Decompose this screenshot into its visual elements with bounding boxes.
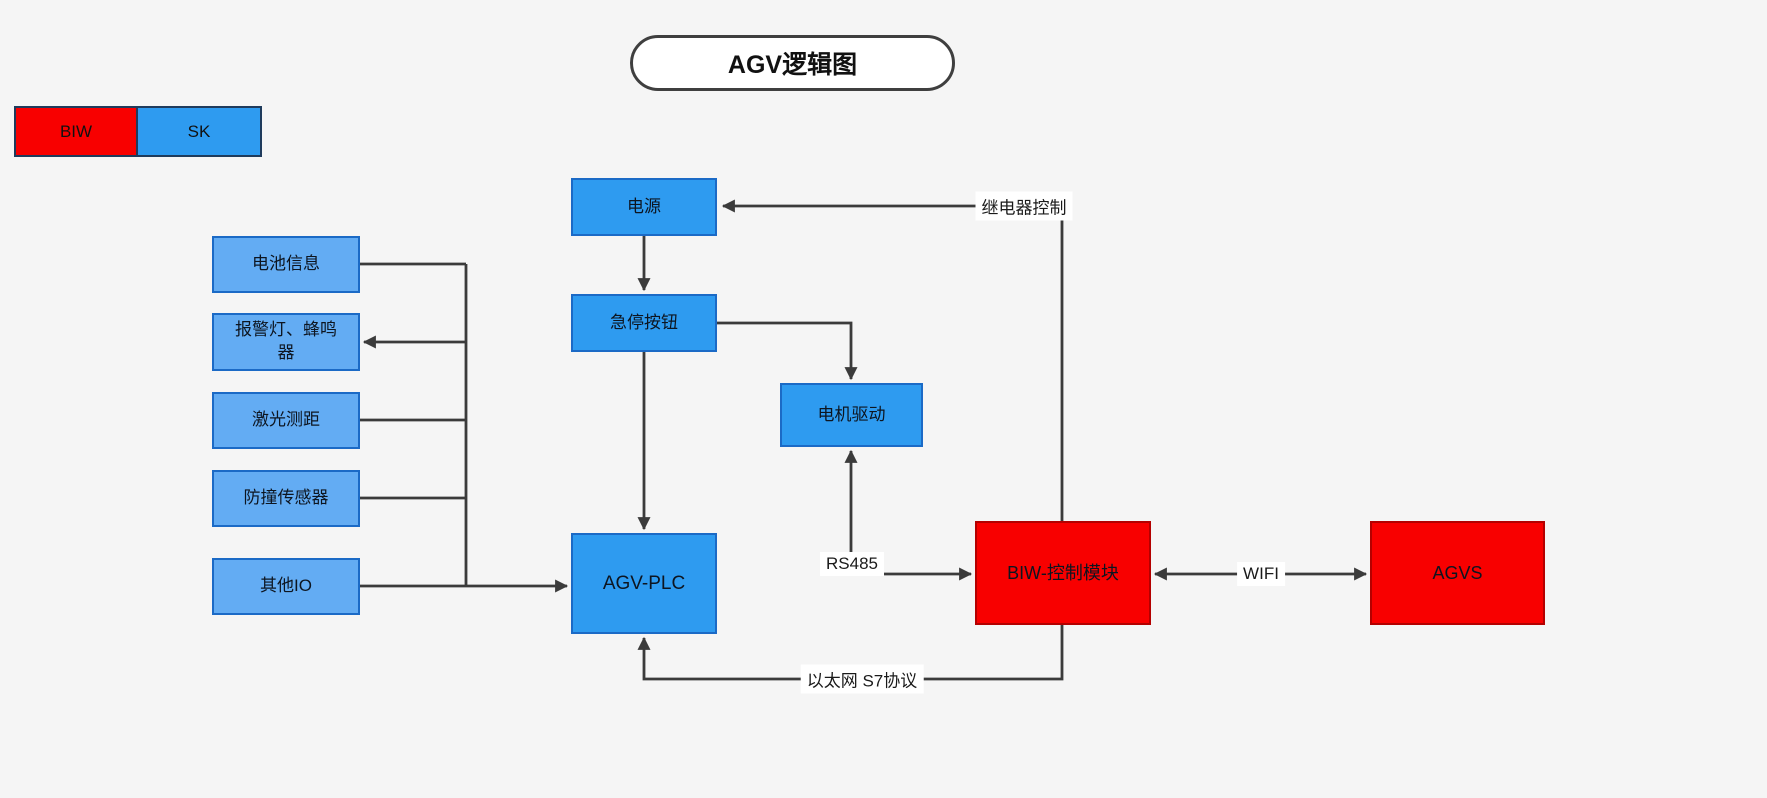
node-battery-info-label: 电池信息 [252,254,320,274]
node-motor-drive: 电机驱动 [780,383,923,447]
node-power-label: 电源 [627,196,661,216]
node-battery-info: 电池信息 [212,236,360,293]
node-other-io-label: 其他IO [260,576,312,596]
legend-item-sk: SK [138,106,262,157]
edge-label-relay-control: 继电器控制 [975,191,1073,221]
diagram-title-text: AGV逻辑图 [727,51,858,79]
node-agv-plc-label: AGV-PLC [602,572,686,594]
legend-item-biw-label: BIW [59,121,93,141]
node-biw-control-label: BIW-控制模块 [1007,562,1119,583]
node-alarm-buzzer-label: 报警灯、蜂鸣器 [235,320,337,362]
node-power: 电源 [571,178,717,236]
legend-item-sk-label: SK [187,121,211,141]
node-collision-sensor: 防撞传感器 [212,470,360,527]
edge-estop-to-motor [717,321,858,381]
node-agv-plc: AGV-PLC [571,533,717,634]
node-motor-drive-label: 电机驱动 [817,404,886,424]
node-agvs-label: AGVS [1432,562,1483,583]
legend-item-biw: BIW [14,106,138,157]
edge-label-wifi: WIFI [1237,562,1285,586]
node-other-io: 其他IO [212,558,360,615]
edge-label-rs485: RS485 [820,552,884,576]
legend: BIW SK [14,106,262,157]
node-agvs: AGVS [1370,521,1545,625]
node-alarm-buzzer: 报警灯、蜂鸣器 [212,313,360,371]
node-laser-ranging-label: 激光测距 [252,410,320,430]
node-laser-ranging: 激光测距 [212,392,360,449]
diagram-title: AGV逻辑图 [630,35,955,91]
node-estop: 急停按钮 [571,294,717,352]
node-collision-sensor-label: 防撞传感器 [243,488,329,508]
edge-label-ethernet-s7: 以太网 S7协议 [800,664,924,694]
node-estop-label: 急停按钮 [610,312,678,332]
node-biw-control: BIW-控制模块 [975,521,1151,625]
